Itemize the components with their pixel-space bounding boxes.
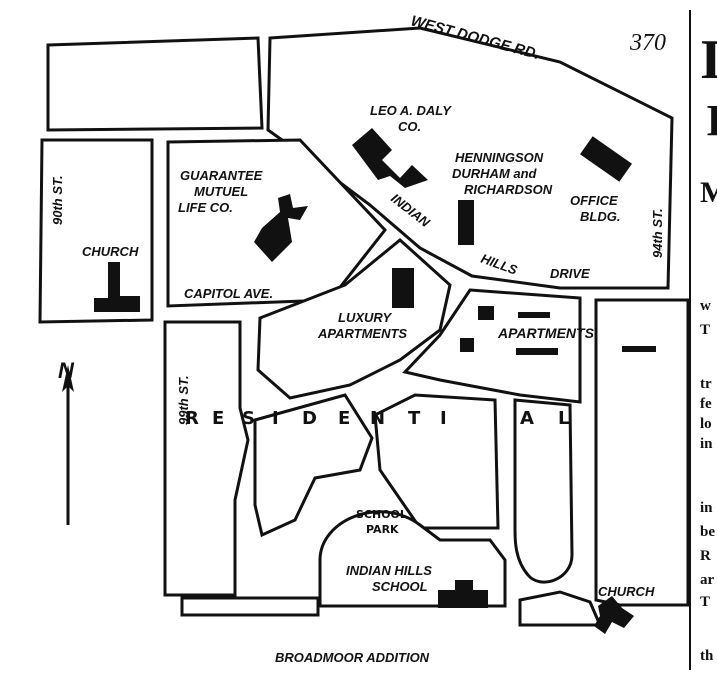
label-office-2: BLDG. <box>580 209 620 224</box>
column-text-2: I <box>706 96 717 145</box>
residential-letter: I <box>272 408 279 429</box>
label-apartments: APARTMENTS <box>497 325 595 341</box>
road-94th: 94th ST. <box>650 208 665 258</box>
label-church-east: CHURCH <box>598 584 655 599</box>
residential-letter: E <box>338 408 350 429</box>
column-text-8: lo <box>700 416 712 432</box>
compass-arrow-icon <box>62 365 74 392</box>
label-luxury-2: APARTMENTS <box>317 326 407 341</box>
label-guarantee-3: LIFE CO. <box>178 200 233 215</box>
apartment-building-3 <box>460 338 474 352</box>
block-south-east <box>518 590 603 627</box>
column-text-1: I <box>700 29 717 91</box>
road-99th: 99th ST. <box>176 375 191 425</box>
residential-letter: E <box>212 408 224 429</box>
label-school-park-2: PARK <box>366 523 399 536</box>
residential-letter: L <box>558 408 569 429</box>
residential-letter: R <box>185 408 199 429</box>
office-building <box>580 136 632 182</box>
block-east <box>594 298 690 607</box>
column-text-4: w <box>700 298 711 314</box>
label-office-1: OFFICE <box>570 193 618 208</box>
column-text-3: M <box>700 176 717 209</box>
column-text-10: in <box>700 500 713 516</box>
residential-letter: I <box>440 408 447 429</box>
leo-daly-building <box>352 128 428 188</box>
road-capitol: CAPITOL AVE. <box>184 286 273 301</box>
block-residential-center <box>253 393 374 538</box>
apartment-building-1 <box>478 306 494 320</box>
hdr-building <box>458 200 474 245</box>
block-south <box>180 596 320 617</box>
label-hdr-1: HENNINGSON <box>455 150 544 165</box>
apartment-building-2 <box>518 312 550 318</box>
column-text-13: ar <box>700 572 715 588</box>
label-school-1: INDIAN HILLS <box>346 563 432 578</box>
label-leo-daly-2: CO. <box>398 119 421 134</box>
column-text-11: be <box>700 524 715 540</box>
compass-label: N <box>58 358 75 383</box>
residential-letter: N <box>370 408 385 429</box>
church-west-building <box>94 262 140 312</box>
column-text-7: fe <box>700 396 712 412</box>
column-text-6: tr <box>700 376 712 392</box>
residential-letter: A <box>520 408 534 429</box>
label-luxury-1: LUXURY <box>338 310 393 325</box>
residential-letter: S <box>242 408 255 429</box>
block-west <box>38 138 154 324</box>
residential-letter: D <box>302 408 317 429</box>
column-text-15: th <box>700 648 714 664</box>
block-residential-east <box>513 398 574 584</box>
road-drive: DRIVE <box>550 266 590 281</box>
guarantee-building <box>254 194 308 262</box>
column-text-14: T <box>700 594 711 610</box>
label-leo-daly-1: LEO A. DALY <box>370 103 452 118</box>
luxury-apartments-building <box>392 268 414 308</box>
church-east-building <box>594 596 634 634</box>
page-number: 370 <box>629 30 666 56</box>
block-school-park <box>373 393 500 530</box>
label-school-2: SCHOOL <box>372 579 428 594</box>
school-building <box>438 580 488 608</box>
column-text-5: T <box>700 322 711 338</box>
block-northwest <box>46 36 264 132</box>
label-hdr-2: DURHAM and <box>452 166 538 181</box>
road-broadmoor: BROADMOOR ADDITION <box>275 650 430 665</box>
road-90th: 90th ST. <box>50 175 65 225</box>
label-hdr-3: RICHARDSON <box>464 182 553 197</box>
column-text-12: R <box>700 548 711 564</box>
block-residential-west <box>163 320 250 597</box>
label-guarantee-1: GUARANTEE <box>180 168 263 183</box>
label-guarantee-2: MUTUEL <box>194 184 248 199</box>
apartment-building-5 <box>622 346 656 352</box>
apartment-building-4 <box>516 348 558 355</box>
residential-letter: T <box>408 408 421 429</box>
label-school-park-1: SCHOOL <box>356 508 407 521</box>
label-church-west: CHURCH <box>82 244 139 259</box>
column-text-9: in <box>700 436 713 452</box>
